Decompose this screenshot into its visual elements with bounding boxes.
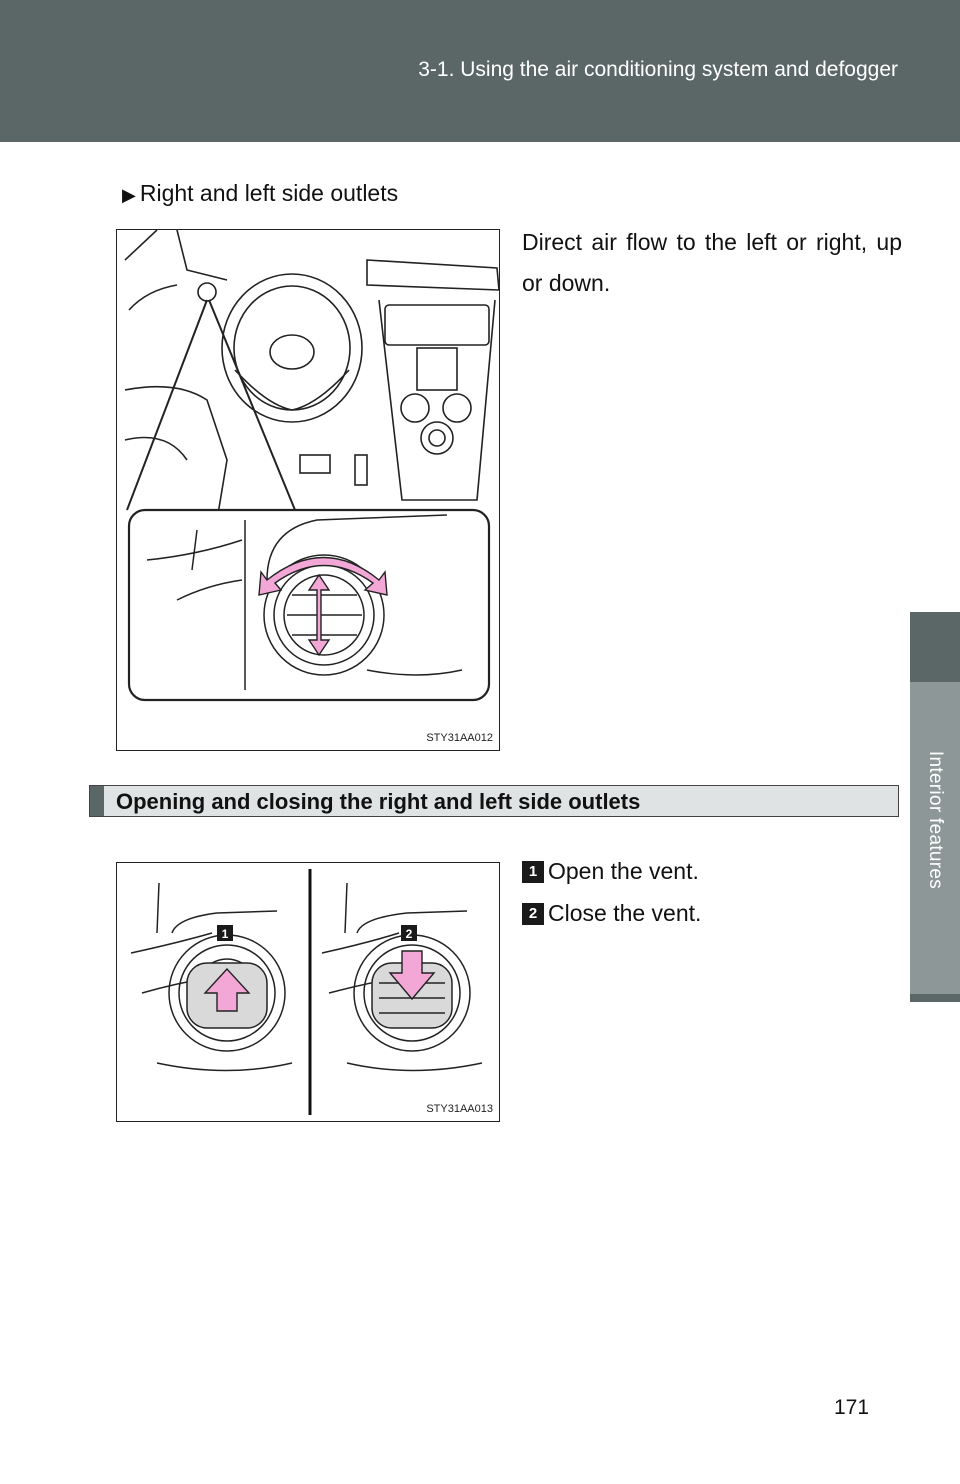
- close-arrow-icon: [388, 950, 436, 1001]
- header-title: 3-1. Using the air conditioning system a…: [418, 58, 898, 81]
- description-text: Direct air flow to the left or right, up…: [522, 229, 902, 296]
- figure-open-close-vent: 1 2 STY31AA013: [116, 862, 500, 1122]
- section-heading-bar: [90, 786, 104, 816]
- step-1-badge: 1: [522, 860, 544, 883]
- chapter-number: 3: [929, 588, 941, 610]
- bullet-triangle-icon: ▶: [122, 185, 136, 205]
- section-heading: Opening and closing the right and left s…: [89, 785, 899, 817]
- page-header: 3-1. Using the air conditioning system a…: [0, 0, 960, 142]
- bullet-text: Right and left side outlets: [139, 180, 399, 206]
- chapter-tab-light: [910, 682, 960, 994]
- bullet-heading: ▶Right and left side outlets: [122, 180, 398, 207]
- open-arrow-icon: [203, 967, 251, 1012]
- figure1-code: STY31AA012: [426, 732, 493, 744]
- step-2: 2 Close the vent.: [522, 900, 701, 927]
- section-heading-text: Opening and closing the right and left s…: [116, 789, 641, 814]
- figure2-badge-1: 1: [222, 927, 229, 941]
- chapter-tab: 3 Interior features: [910, 142, 960, 1484]
- step-2-text: Close the vent.: [548, 900, 702, 926]
- step-2-badge: 2: [522, 902, 544, 925]
- dashboard-illustration: [124, 230, 499, 702]
- figure2-badge-2: 2: [406, 927, 413, 941]
- figure-dashboard-side-outlet: STY31AA012: [116, 229, 500, 751]
- step-1: 1 Open the vent.: [522, 858, 699, 885]
- vent-illustration: 1 2: [130, 869, 483, 1115]
- chapter-label: Interior features: [925, 750, 946, 890]
- page-number: 171: [834, 1396, 870, 1419]
- step-1-text: Open the vent.: [548, 858, 699, 884]
- figure2-code: STY31AA013: [426, 1103, 493, 1115]
